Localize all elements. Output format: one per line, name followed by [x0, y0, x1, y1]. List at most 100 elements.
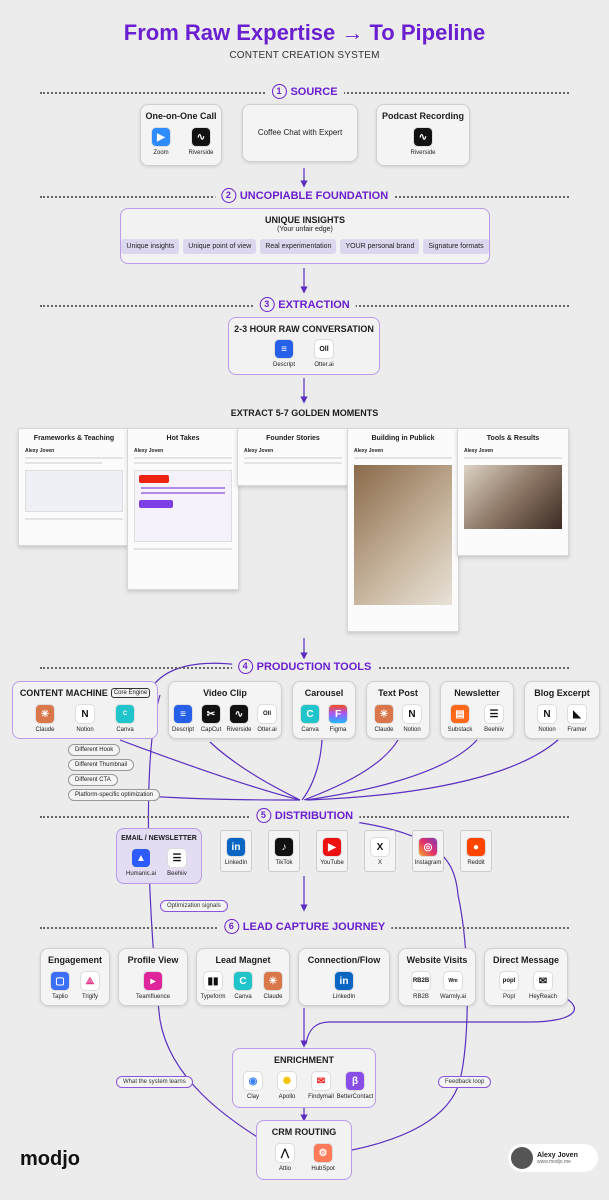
moment-card-founder-stories: Founder Stories Alexy Joven	[237, 428, 349, 486]
email-newsletter-card: EMAIL / NEWSLETTER ▲Humanic.ai ☰Beehiiv	[116, 828, 202, 884]
riverside-icon: ∿	[413, 127, 433, 147]
claude-icon: ✳	[374, 704, 394, 724]
instagram-icon: ◎	[418, 837, 438, 857]
typeform-icon: ▮▮	[203, 971, 223, 991]
teamfluence-icon: ▸	[143, 971, 163, 991]
capcut-icon: ✂	[201, 704, 221, 724]
beehiiv-icon: ☰	[484, 704, 504, 724]
otter-icon: Oll	[257, 704, 277, 724]
canva-icon: C	[233, 971, 253, 991]
trigify-icon: ⟁	[80, 971, 100, 991]
beehiiv-icon: ☰	[167, 848, 187, 868]
insight-chip: Unique insights	[121, 239, 180, 254]
figma-icon: F	[328, 704, 348, 724]
variant-platform-pill: Platform-specific optimization	[68, 789, 161, 801]
moment-card-building: Building in Publick Alexy Joven	[347, 428, 459, 632]
channel-instagram[interactable]: ◎Instagram	[412, 830, 444, 872]
insight-chip: Unique point of view	[183, 239, 257, 254]
moment-card-hot-takes: Hot Takes Alexy Joven	[127, 428, 239, 590]
descript-icon: ≡	[274, 339, 294, 359]
rb2b-icon: RB2B	[411, 971, 431, 991]
page-subtitle: CONTENT CREATION SYSTEM	[229, 50, 380, 61]
notion-icon: N	[537, 704, 557, 724]
avatar	[511, 1147, 533, 1169]
otter-icon: Oll	[314, 339, 334, 359]
source-one-on-one-card: One-on-One Call ▶Zoom ∿Riverside	[140, 104, 222, 166]
humanic-icon: ▲	[131, 848, 151, 868]
system-learns-note: What the system learns	[116, 1076, 193, 1088]
photo-image	[354, 465, 452, 605]
channel-reddit[interactable]: ●Reddit	[460, 830, 492, 872]
substack-icon: ▤	[450, 704, 470, 724]
attio-icon: ⋀	[275, 1143, 295, 1163]
channel-tiktok[interactable]: ♪TikTok	[268, 830, 300, 872]
crm-routing-card: CRM ROUTING ⋀Attio ⚙HubSpot	[256, 1120, 352, 1180]
canva-icon: C	[300, 704, 320, 724]
youtube-icon: ▶	[322, 837, 342, 857]
moment-card-frameworks: Frameworks & Teaching Alexy Joven	[18, 428, 130, 546]
linkedin-icon: in	[334, 971, 354, 991]
riverside-icon: ∿	[229, 704, 249, 724]
warmly-icon: Wm	[443, 971, 463, 991]
claude-icon: ✳	[35, 704, 55, 724]
tiktok-icon: ♪	[274, 837, 294, 857]
zoom-icon: ▶	[151, 127, 171, 147]
author-name: Alexy Joven	[537, 1151, 578, 1159]
canva-icon: C	[115, 704, 135, 724]
hubspot-icon: ⚙	[313, 1143, 333, 1163]
framer-icon: ◣	[567, 704, 587, 724]
optimization-signals-note: Optimization signals	[160, 900, 228, 912]
taplio-icon: ▢	[50, 971, 70, 991]
unique-insights-card: UNIQUE INSIGHTS (Your unfair edge) Uniqu…	[120, 208, 490, 264]
findymail-icon: ✉	[311, 1071, 331, 1091]
video-clip-card: Video Clip ≡Descript ✂CapCut ∿Riverside …	[168, 681, 282, 739]
channel-youtube[interactable]: ▶YouTube	[316, 830, 348, 872]
variant-thumbnail-pill: Different Thumbnail	[68, 759, 135, 771]
golden-moments-label: EXTRACT 5-7 GOLDEN MOMENTS	[230, 408, 379, 418]
lead-step-engagement: Engagement ▢Taplio ⟁Trigify	[40, 948, 110, 1006]
linkedin-icon: in	[226, 837, 246, 857]
moment-card-tools-results: Tools & Results Alexy Joven	[457, 428, 569, 556]
page-title: From Raw Expertise → To Pipeline	[123, 20, 486, 45]
author-badge[interactable]: Alexy Joven www.modjo.me	[508, 1144, 598, 1172]
video-still-image	[464, 465, 562, 529]
bettercontact-icon: β	[345, 1071, 365, 1091]
notion-icon: N	[75, 704, 95, 724]
source-podcast-card: Podcast Recording ∿Riverside	[376, 104, 470, 166]
apollo-icon: ✺	[277, 1071, 297, 1091]
clay-icon: ◉	[243, 1071, 263, 1091]
lead-step-profile-view: Profile View ▸Teamfluence	[118, 948, 188, 1006]
feedback-loop-note: Feedback loop	[438, 1076, 492, 1088]
author-handle: www.modjo.me	[537, 1158, 571, 1165]
insight-chip: Signature formats	[423, 239, 489, 254]
descript-icon: ≡	[173, 704, 193, 724]
heyreach-icon: ✉	[533, 971, 553, 991]
popl-icon: popl	[499, 971, 519, 991]
notion-icon: N	[402, 704, 422, 724]
variant-cta-pill: Different CTA	[68, 774, 118, 786]
claude-icon: ✳	[263, 971, 283, 991]
newsletter-card: Newsletter ▤Substack ☰Beehiiv	[440, 681, 514, 739]
reddit-icon: ●	[466, 837, 486, 857]
variant-hook-pill: Different Hook	[68, 744, 121, 756]
source-coffee-card: Coffee Chat with Expert	[242, 104, 358, 162]
core-engine-badge: Core Engine	[110, 688, 151, 698]
riverside-icon: ∿	[191, 127, 211, 147]
